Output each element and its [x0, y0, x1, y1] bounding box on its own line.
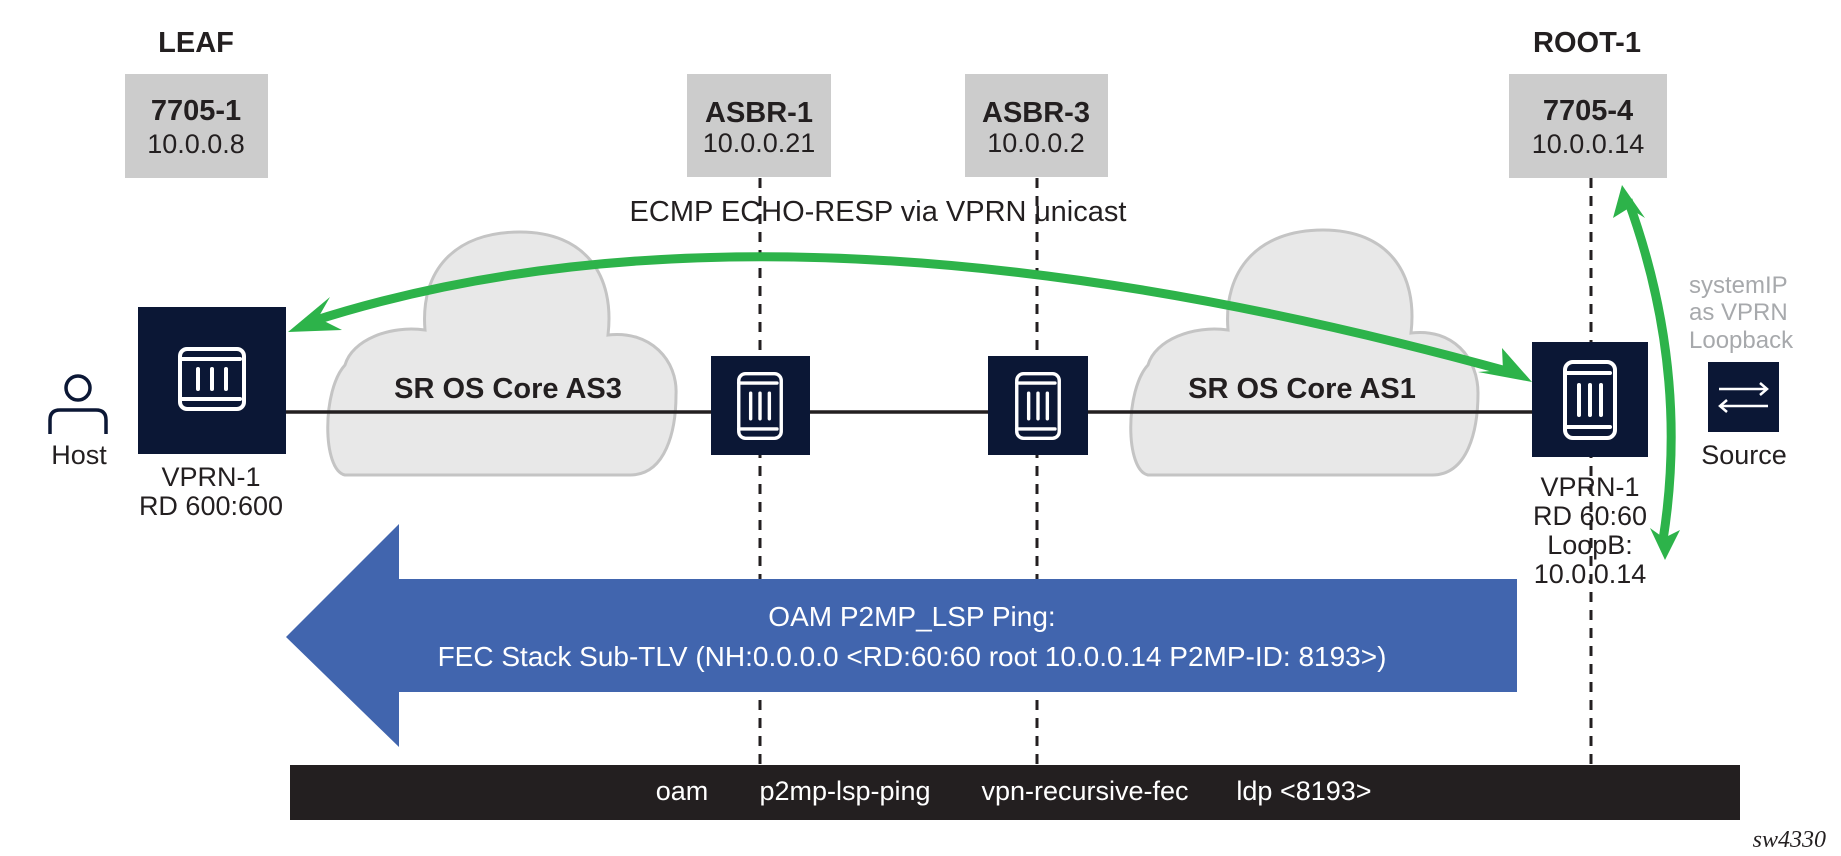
vprn-line: LoopB: [1547, 530, 1633, 560]
host-label: Host [51, 440, 107, 470]
node-root[interactable]: 7705-4 10.0.0.14 [1509, 74, 1667, 178]
system-ip-note: systemIP as VPRN Loopback [1689, 272, 1794, 354]
vprn-line: VPRN-1 [161, 462, 260, 492]
arrowhead-right [1478, 348, 1532, 382]
root-role-label: ROOT-1 [1533, 27, 1641, 59]
node-name: ASBR-3 [982, 97, 1090, 129]
arrowhead-down [1650, 528, 1680, 560]
source[interactable]: Source [1701, 362, 1787, 470]
node-asbr1[interactable]: ASBR-1 10.0.0.21 [687, 74, 831, 177]
node-name: 7705-4 [1543, 95, 1633, 127]
figure-id: sw4330 [1753, 827, 1826, 853]
cmd-token-ldp: ldp <8193> [1236, 776, 1371, 806]
command-bar: oam p2mp-lsp-ping vpn-recursive-fec ldp … [290, 765, 1740, 820]
arrowhead-left [288, 297, 342, 332]
node-name: ASBR-1 [705, 97, 813, 129]
node-name: 7705-1 [151, 95, 241, 127]
source-label: Source [1701, 440, 1787, 470]
root-vprn-label: VPRN-1 RD 60:60 LoopB: 10.0.0.14 [1533, 472, 1647, 589]
vprn-line: RD 60:60 [1533, 501, 1647, 531]
vprn-line: VPRN-1 [1540, 472, 1639, 502]
person-icon [48, 374, 108, 434]
echo-resp-arrow [288, 252, 1532, 382]
cloud-as3-label: SR OS Core AS3 [394, 373, 622, 405]
note-line: as VPRN [1689, 299, 1788, 326]
note-line: Loopback [1689, 327, 1794, 354]
node-ip: 10.0.0.2 [987, 128, 1085, 158]
cmd-token-oam: oam [656, 776, 709, 806]
node-asbr3[interactable]: ASBR-3 10.0.0.2 [965, 74, 1108, 177]
leaf-role-label: LEAF [158, 27, 234, 59]
cloud-as1-label: SR OS Core AS1 [1188, 373, 1416, 405]
node-ip: 10.0.0.14 [1532, 129, 1645, 159]
leaf-vprn-label: VPRN-1 RD 600:600 [139, 462, 283, 521]
system-ip-arrow [1613, 185, 1680, 560]
oam-ping-line2: FEC Stack Sub-TLV (NH:0.0.0.0 <RD:60:60 … [438, 641, 1387, 672]
note-line: systemIP [1689, 272, 1788, 299]
cloud-as3 [326, 230, 678, 477]
router-leaf[interactable] [138, 307, 286, 454]
router-root[interactable] [1532, 342, 1648, 457]
oam-ping-arrow: OAM P2MP_LSP Ping: FEC Stack Sub-TLV (NH… [286, 524, 1517, 747]
node-ip: 10.0.0.21 [703, 128, 816, 158]
node-leaf[interactable]: 7705-1 10.0.0.8 [125, 74, 268, 178]
router-asbr1[interactable] [711, 356, 810, 455]
vprn-line: 10.0.0.14 [1534, 559, 1647, 589]
router-asbr3[interactable] [988, 356, 1088, 455]
arrowhead-up [1613, 185, 1645, 218]
vprn-line: RD 600:600 [139, 491, 283, 521]
host[interactable]: Host [48, 374, 108, 470]
oam-ping-line1: OAM P2MP_LSP Ping: [768, 601, 1055, 632]
cmd-token-p2mp: p2mp-lsp-ping [759, 776, 930, 806]
bidirectional-arrows-icon [1718, 382, 1769, 413]
cmd-token-vpn: vpn-recursive-fec [981, 776, 1188, 806]
node-ip: 10.0.0.8 [147, 129, 245, 159]
echo-resp-label: ECMP ECHO-RESP via VPRN unicast [630, 196, 1127, 228]
